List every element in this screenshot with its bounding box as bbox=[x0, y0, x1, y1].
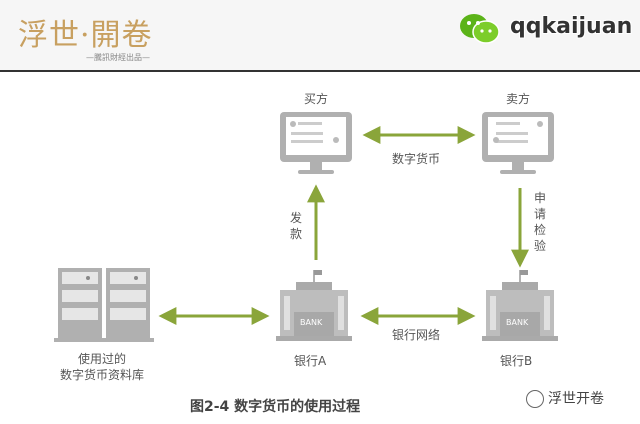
bank-b-label: 银行B bbox=[500, 354, 533, 368]
bank-network-label: 银行网络 bbox=[392, 328, 441, 342]
currency-label: 数字货币 bbox=[392, 152, 441, 166]
brand-logo: 浮世·開卷 bbox=[18, 18, 153, 53]
figure-caption: 图2-4 数字货币的使用过程 bbox=[190, 399, 361, 415]
bank-b-building-icon: BANK bbox=[482, 270, 558, 341]
brand-subtitle: —騰訊財經出品— bbox=[86, 53, 150, 62]
apply-verify-label: 申请检验 bbox=[534, 191, 547, 253]
seller-label: 卖方 bbox=[506, 92, 531, 106]
buyer-computer-icon bbox=[280, 112, 352, 174]
bank-a-sign: BANK bbox=[300, 318, 323, 327]
bank-a-label: 银行A bbox=[294, 354, 327, 368]
seller-computer-icon bbox=[482, 112, 554, 174]
issue-label: 发款 bbox=[290, 211, 303, 241]
header-divider bbox=[0, 70, 640, 72]
wechat-id: qqkaijuan bbox=[510, 14, 633, 39]
header-bar bbox=[0, 0, 640, 70]
bank-b-sign: BANK bbox=[506, 318, 529, 327]
database-label-line2: 数字货币资料库 bbox=[60, 368, 145, 382]
database-label-line1: 使用过的 bbox=[78, 352, 127, 366]
buyer-label: 买方 bbox=[304, 92, 329, 106]
bank-a-building-icon: BANK bbox=[276, 270, 352, 341]
footer-logo-text: 浮世开卷 bbox=[548, 391, 604, 407]
database-server-icon bbox=[54, 268, 154, 342]
wechat-icon bbox=[460, 14, 500, 44]
footer-logo-icon bbox=[526, 390, 544, 408]
